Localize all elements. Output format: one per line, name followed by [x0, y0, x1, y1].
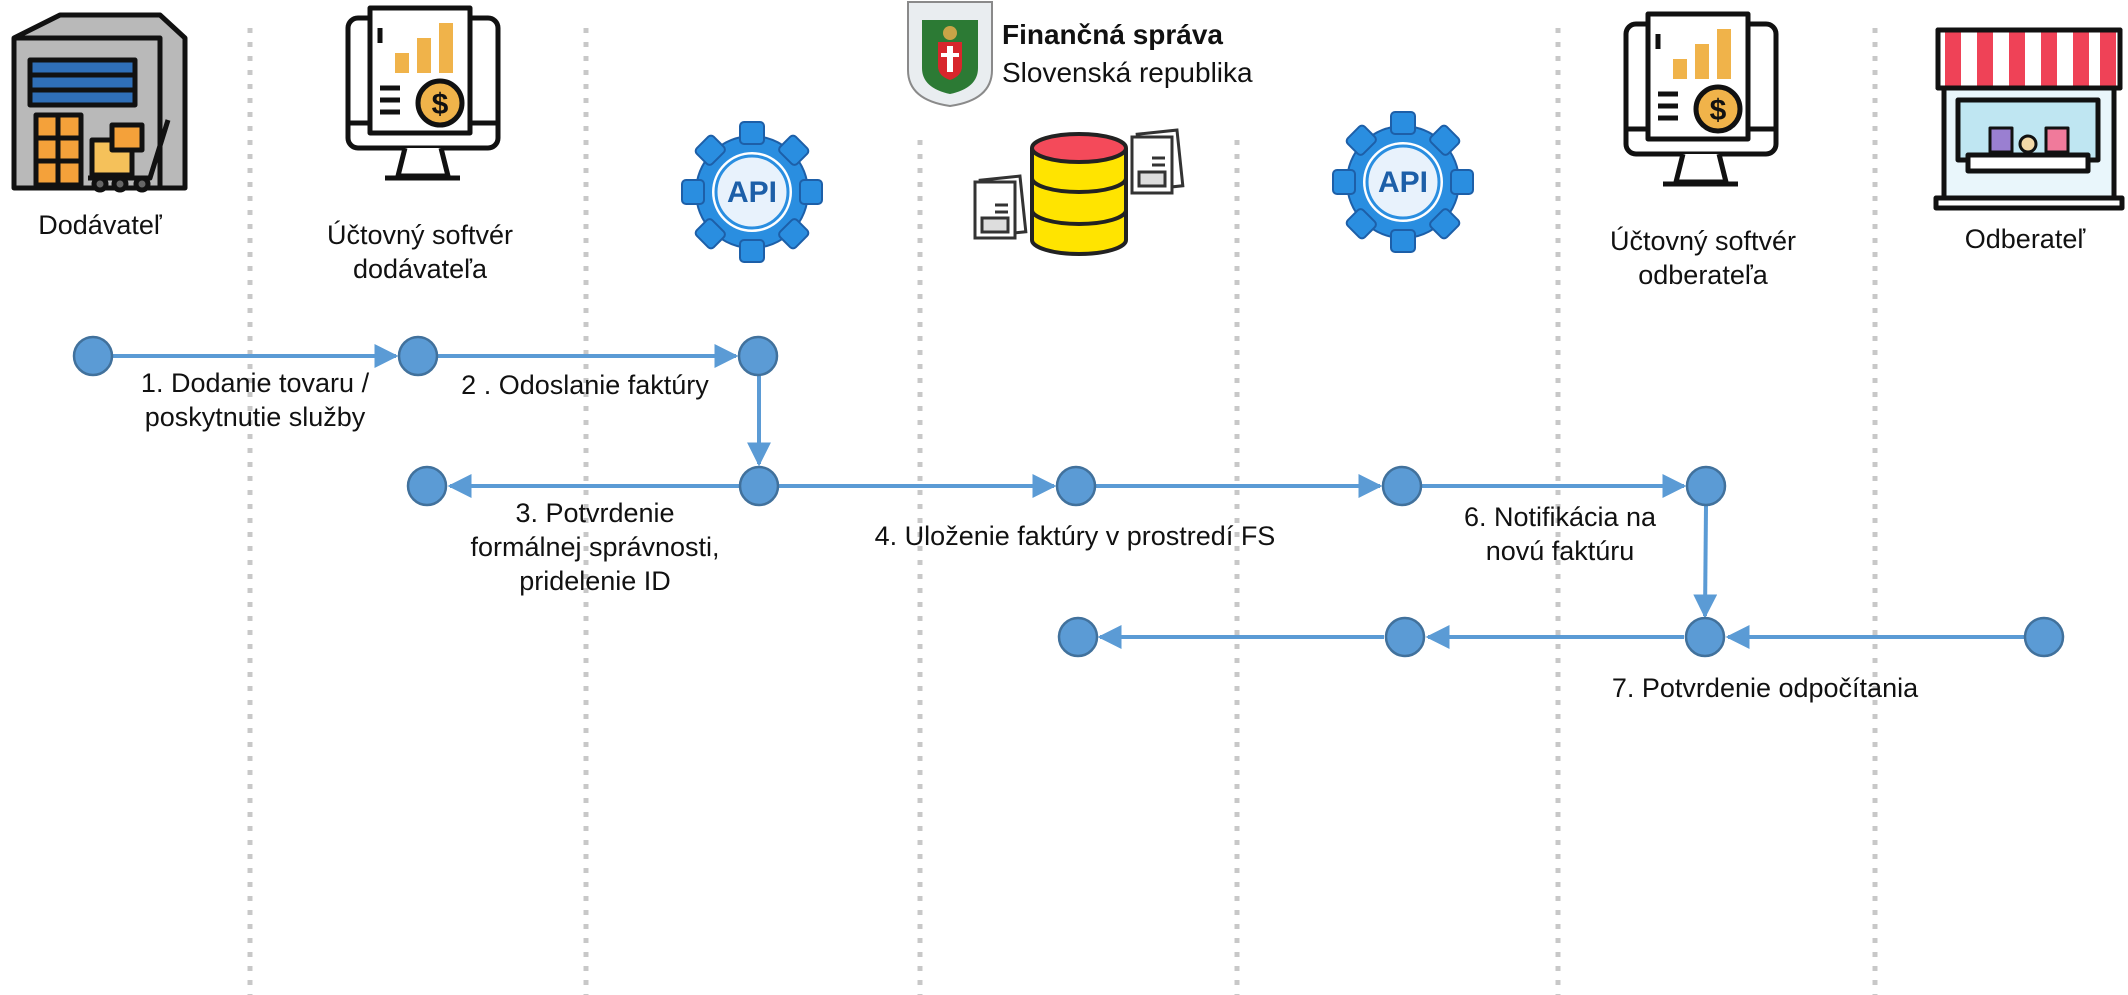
actor-supplier-software: Účtovný softvér dodávateľa — [300, 218, 540, 286]
shop-icon — [1933, 27, 2125, 211]
step6-label: 6. Notifikácia na novú faktúru — [1420, 500, 1700, 568]
warehouse-icon — [11, 12, 188, 193]
step1-line1: 1. Dodanie tovaru / — [140, 368, 370, 398]
actor-buyer-software-line1: Účtovný softvér — [1609, 226, 1797, 256]
node — [406, 465, 448, 507]
node — [1685, 465, 1727, 507]
actor-buyer: Odberateľ — [1964, 224, 2086, 254]
invoice-icon — [973, 174, 1028, 240]
organization-country: Slovenská republika — [1002, 57, 1253, 88]
coat-of-arms-icon — [907, 1, 993, 108]
actor-buyer-software: Účtovný softvér odberateľa — [1583, 224, 1823, 292]
svg-text:$: $ — [432, 88, 449, 121]
api-label: API — [1378, 166, 1428, 199]
node — [1384, 616, 1426, 658]
actor-supplier: Dodávateľ — [38, 210, 162, 240]
api-gear-icon — [681, 121, 823, 263]
step3-line1: 3. Potvrdenie — [515, 498, 675, 528]
step3-label: 3. Potvrdenie formálnej správnosti, prid… — [450, 496, 740, 598]
accounting-monitor-icon: $ — [345, 5, 501, 181]
invoice-icon — [1130, 128, 1185, 195]
node — [1057, 616, 1099, 658]
api-gear-icon — [1332, 111, 1474, 253]
node — [737, 335, 779, 377]
actor-supplier-software-line1: Účtovný softvér — [326, 220, 514, 250]
database-icon — [1030, 132, 1128, 256]
step1-line2: poskytnutie služby — [144, 402, 366, 432]
organization-name: Finančná správa — [1002, 19, 1223, 50]
arrow-down-buyer — [1693, 505, 1718, 619]
flow-nodes — [72, 335, 2065, 658]
node — [738, 465, 780, 507]
step6-line1: 6. Notifikácia na — [1463, 502, 1657, 532]
actor-supplier-software-line2: dodávateľa — [353, 254, 487, 284]
node — [1381, 465, 1423, 507]
step2-label: 2 . Odoslanie faktúry — [461, 370, 709, 400]
lane-separators — [247, 28, 1878, 995]
accounting-monitor-icon: $ — [1623, 11, 1779, 187]
svg-text:$: $ — [1710, 94, 1727, 127]
step3-line3: pridelenie ID — [519, 566, 671, 596]
step6-line2: novú faktúru — [1485, 536, 1635, 566]
api-label: API — [727, 176, 777, 209]
node — [72, 335, 114, 377]
node — [1684, 616, 1726, 658]
node — [1055, 465, 1097, 507]
actor-buyer-software-line2: odberateľa — [1638, 260, 1768, 290]
step3-line2: formálnej správnosti, — [470, 532, 720, 562]
organization-title: Finančná správa Slovenská republika — [1002, 16, 1253, 92]
node — [397, 335, 439, 377]
flow-arrows — [112, 344, 2024, 649]
step7-label: 7. Potvrdenie odpočítania — [1611, 673, 1919, 703]
node — [2023, 616, 2065, 658]
step1-label: 1. Dodanie tovaru / poskytnutie služby — [110, 366, 400, 434]
step4-label: 4. Uloženie faktúry v prostredí FS — [874, 521, 1276, 551]
